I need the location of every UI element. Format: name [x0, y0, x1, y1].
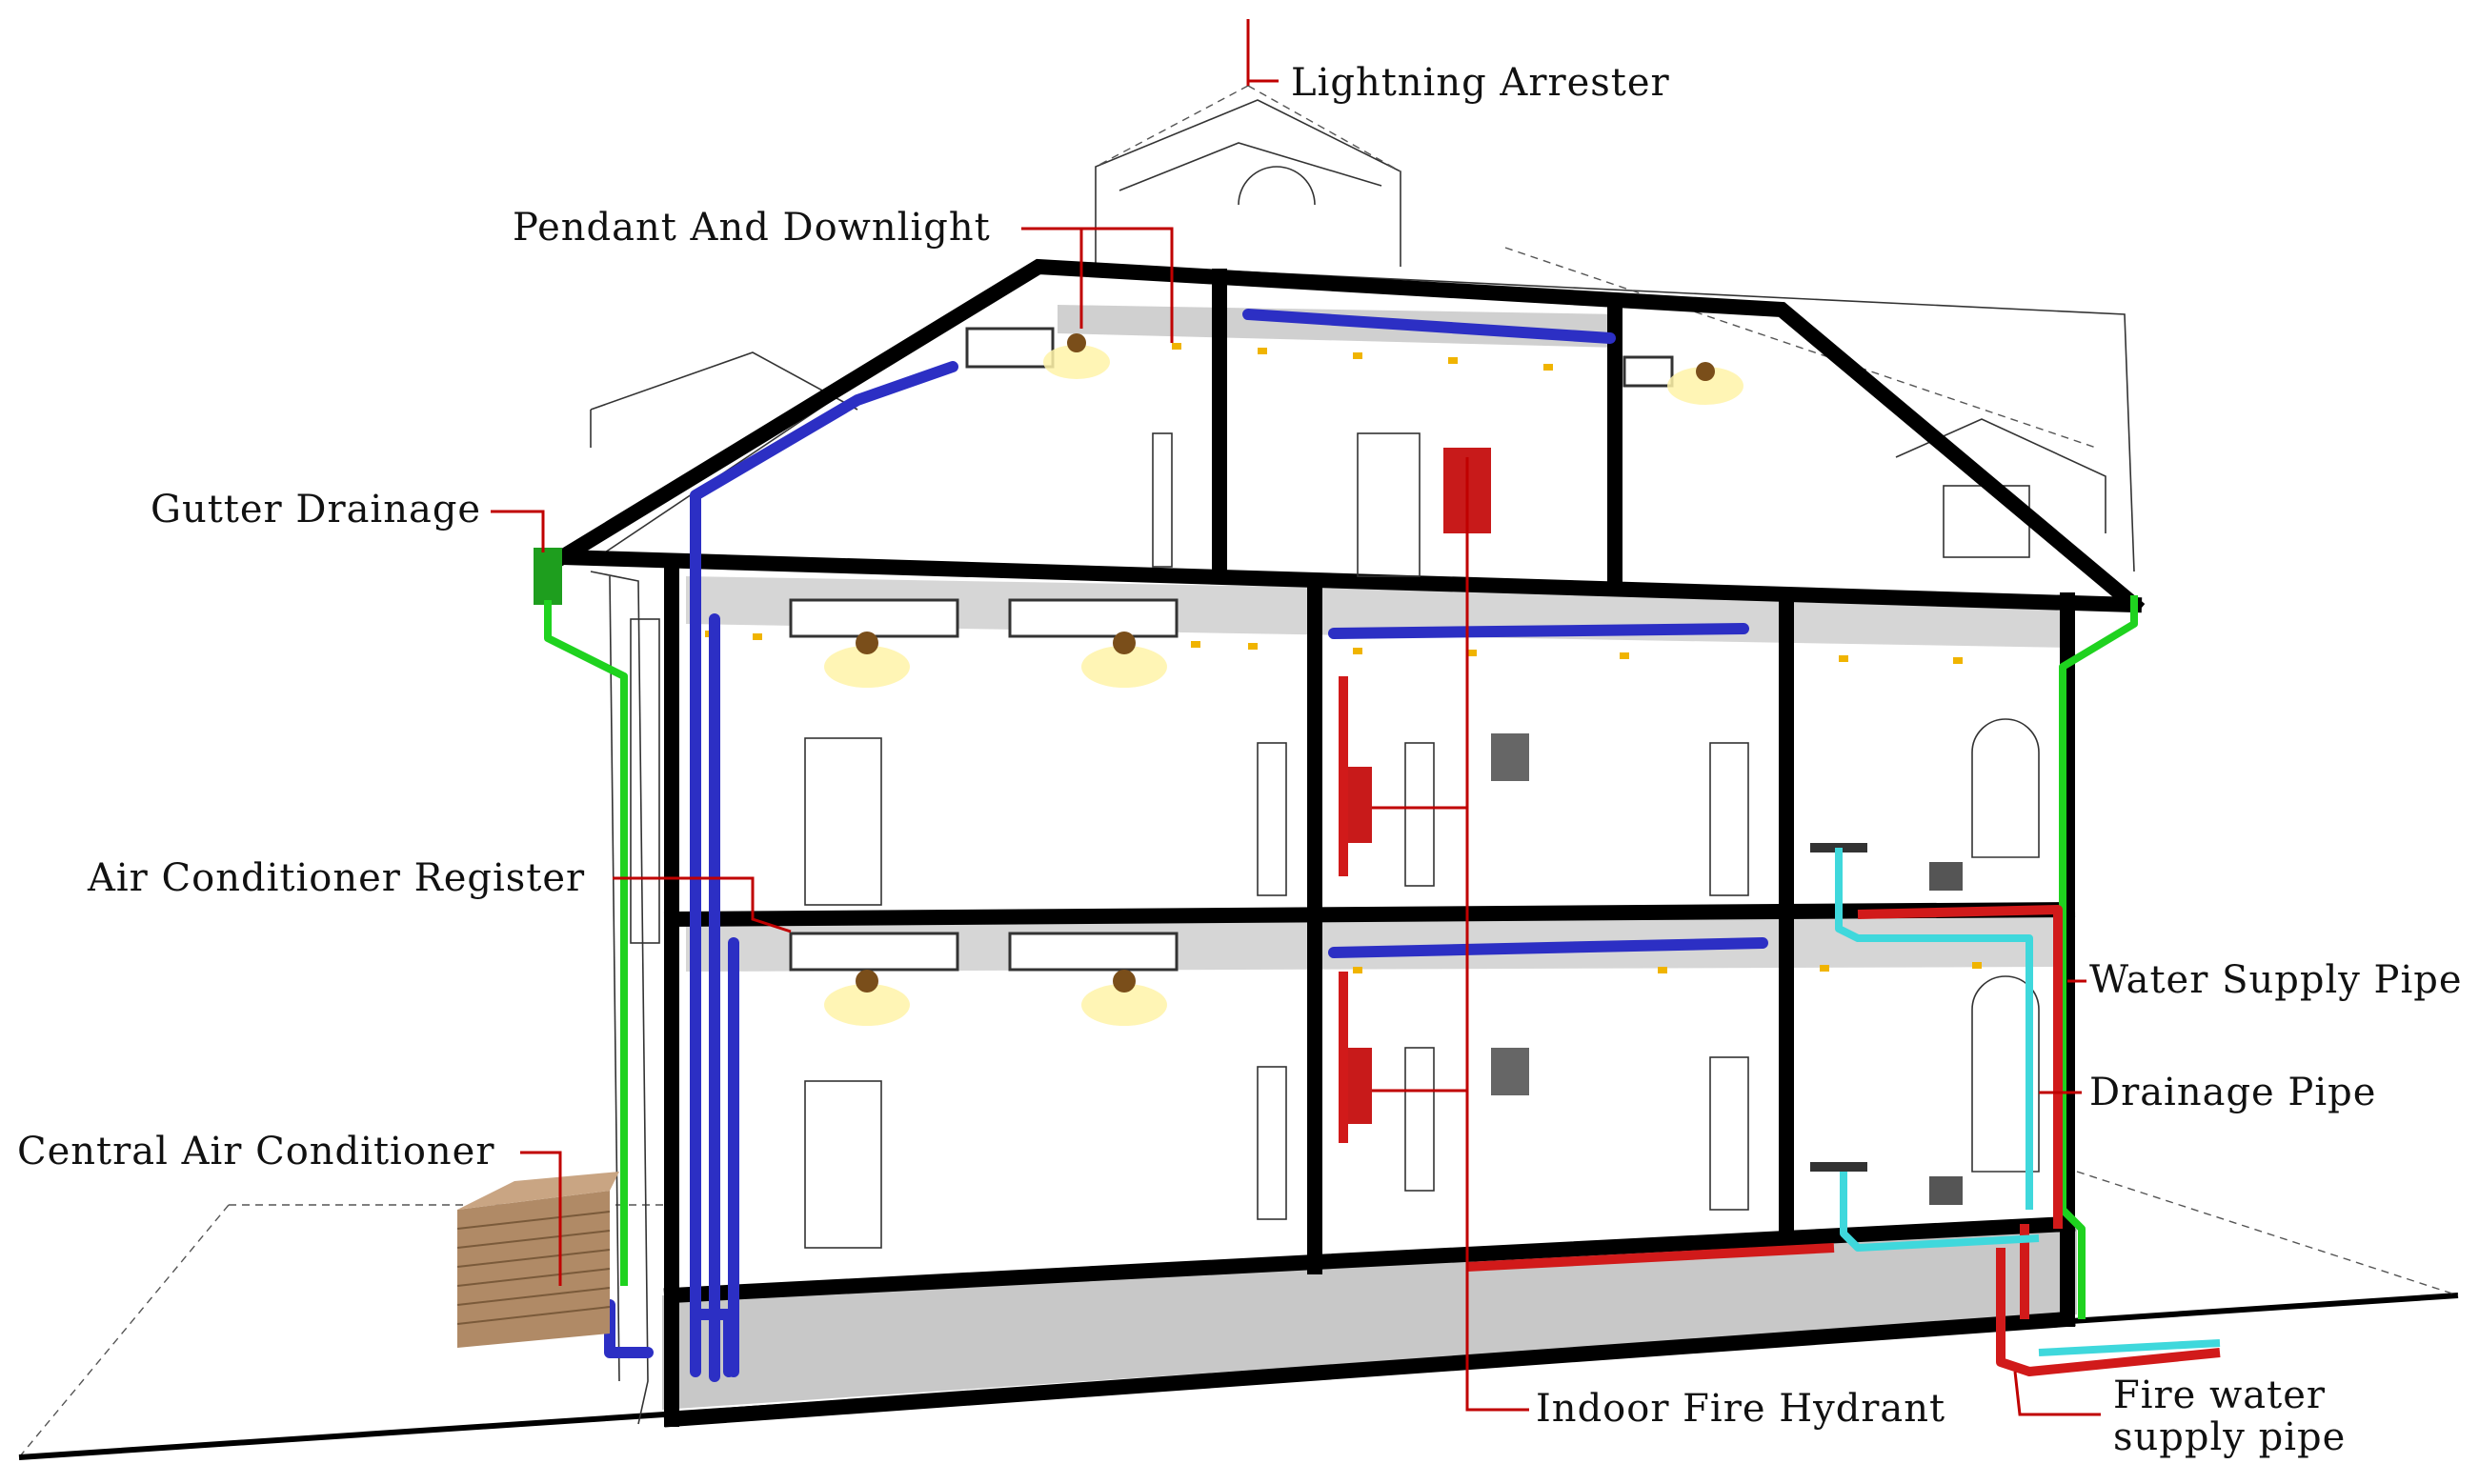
labels: Lightning Arrester Pendant And Downlight… — [17, 61, 2463, 1459]
door-icon — [1404, 1047, 1435, 1192]
electrical-panel-icon — [1491, 733, 1529, 781]
door-icon — [1404, 742, 1435, 887]
window-icon — [1971, 718, 2040, 858]
ac-ducts — [585, 309, 1768, 1382]
pendant-icon — [856, 632, 878, 654]
register-icon — [1008, 932, 1179, 972]
register-icon — [789, 932, 959, 972]
register-icon — [965, 327, 1055, 369]
label-ac-register: Air Conditioner Register — [87, 856, 585, 900]
pendant-icon — [1113, 632, 1136, 654]
label-indoor-fire-hydrant: Indoor Fire Hydrant — [1536, 1387, 1945, 1431]
label-fire-water-line2: supply pipe — [2113, 1415, 2346, 1459]
leader-lines — [491, 227, 2101, 1416]
door-icon — [1357, 432, 1421, 577]
sink-icon — [1810, 1162, 1867, 1172]
ac-registers — [789, 327, 1674, 972]
label-water-supply-pipe: Water Supply Pipe — [2089, 958, 2463, 1002]
door-icon — [1257, 1066, 1287, 1220]
fire-water-pipes — [1339, 448, 2221, 1376]
label-drainage-pipe: Drainage Pipe — [2089, 1071, 2376, 1114]
pendant-icon — [1696, 362, 1715, 381]
door-icon — [804, 737, 882, 906]
pendant-icon — [1067, 333, 1086, 352]
electrical-panel-icon — [1491, 1048, 1529, 1095]
toilet-icon — [1929, 1176, 1963, 1205]
drainage-pipes — [1835, 848, 2221, 1356]
label-pendant-downlight: Pendant And Downlight — [513, 206, 991, 250]
door-icon — [1152, 432, 1173, 568]
building-section — [552, 258, 2146, 1428]
label-lightning-arrester: Lightning Arrester — [1291, 61, 1670, 105]
label-gutter-drainage: Gutter Drainage — [151, 488, 481, 531]
register-icon — [1622, 355, 1674, 388]
label-fire-water-line1: Fire water — [2113, 1374, 2326, 1417]
left-exterior-wall — [590, 571, 660, 1425]
pendant-icon — [856, 970, 878, 993]
register-icon — [789, 598, 959, 638]
lightning-arrester — [1246, 19, 1279, 86]
window-icon — [1971, 975, 2040, 1173]
interior-features — [804, 432, 2040, 1249]
pendant-icon — [1113, 970, 1136, 993]
central-ac-unit — [456, 1172, 619, 1348]
door-icon — [804, 1080, 882, 1249]
label-central-ac: Central Air Conditioner — [17, 1130, 494, 1173]
toilet-icon — [1929, 862, 1963, 891]
door-icon — [1257, 742, 1287, 896]
register-icon — [1008, 598, 1179, 638]
door-icon — [1709, 1056, 1749, 1211]
door-icon — [1709, 742, 1749, 896]
light-fixtures — [705, 333, 1982, 1026]
